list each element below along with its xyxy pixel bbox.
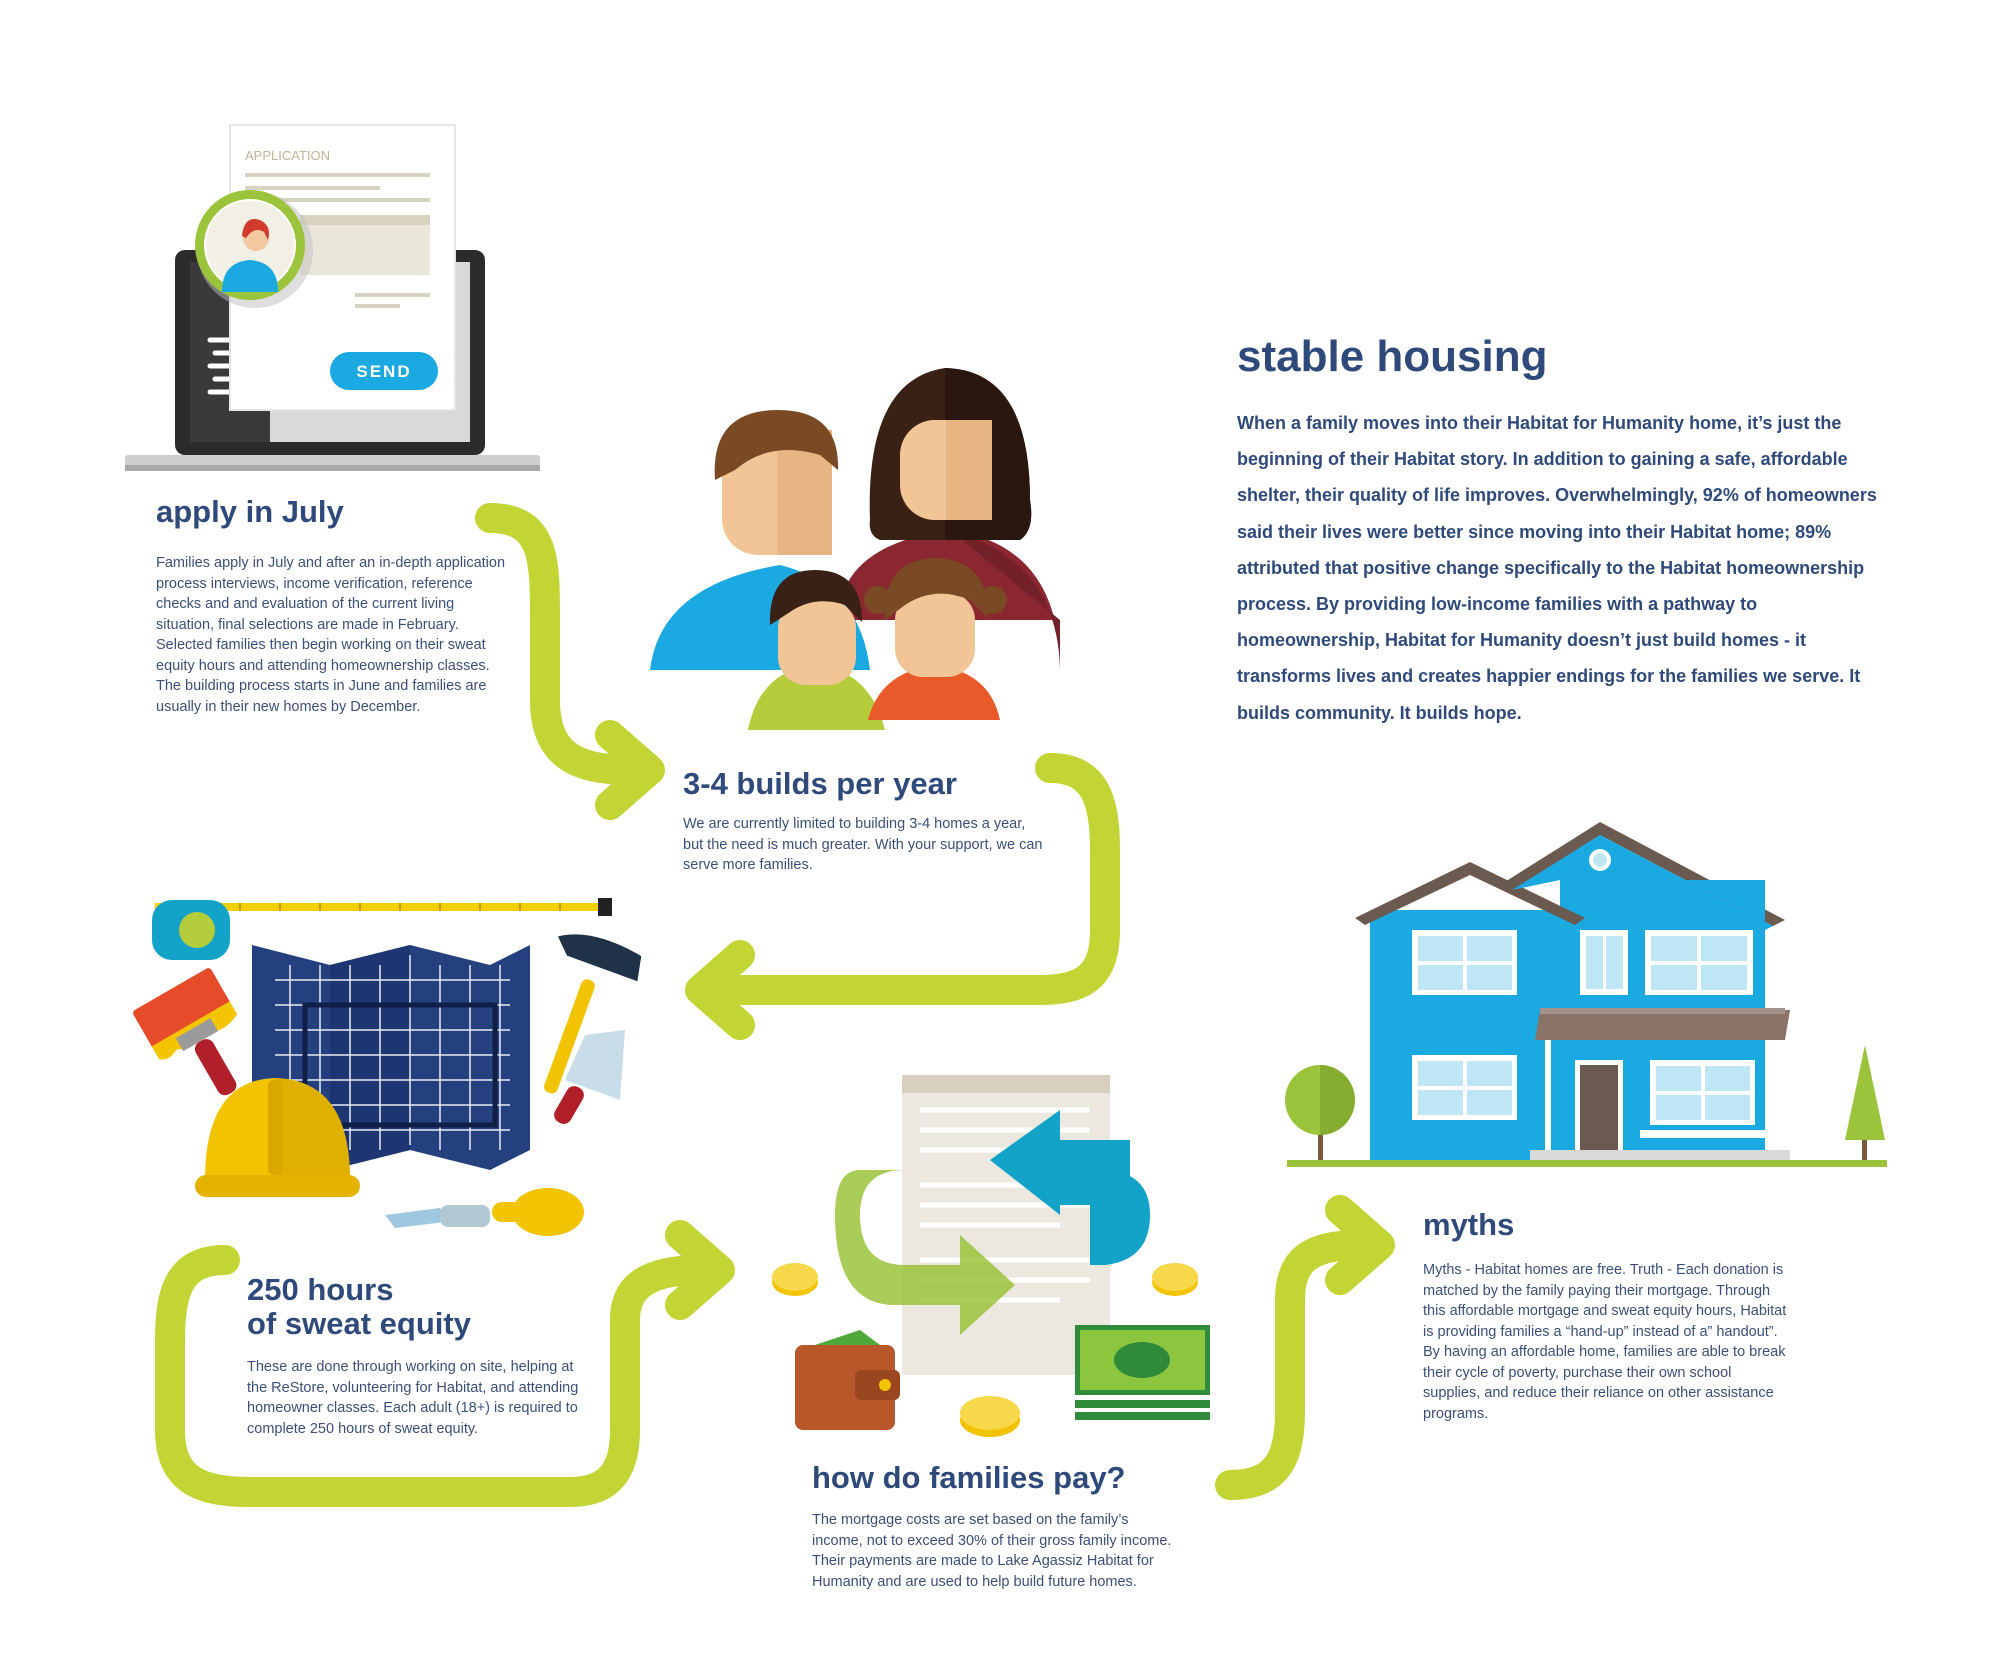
application-form-title: APPLICATION xyxy=(245,148,330,163)
pay-title: how do families pay? xyxy=(812,1460,1126,1495)
laptop-application-icon xyxy=(125,124,540,471)
sweat-equity-title-line2: of sweat equity xyxy=(247,1306,471,1342)
apply-title: apply in July xyxy=(156,494,344,529)
sweat-equity-title-line1: 250 hours xyxy=(247,1272,394,1307)
myths-description: Myths - Habitat homes are free. Truth - … xyxy=(1423,1262,1787,1422)
stable-housing-description: When a family moves into their Habitat f… xyxy=(1237,413,1877,723)
stable-housing-title: stable housing xyxy=(1237,332,1548,381)
payment-cycle-icon xyxy=(772,1075,1210,1437)
sweat-equity-title: 250 hours of sweat equity xyxy=(247,1272,471,1342)
arrow-sweat-to-pay xyxy=(155,1245,715,1507)
house-icon xyxy=(1285,822,1887,1167)
myths-title: myths xyxy=(1423,1207,1515,1242)
family-icon xyxy=(650,368,1060,730)
arrow-apply-to-builds xyxy=(475,503,645,785)
flow-arrows xyxy=(155,503,1395,1507)
builds-title: 3-4 builds per year xyxy=(683,766,957,801)
arrow-pay-to-myths xyxy=(1215,1230,1375,1500)
builds-description: We are currently limited to building 3-4… xyxy=(683,816,1043,873)
construction-tools-icon xyxy=(133,898,642,1236)
pay-description: The mortgage costs are set based on the … xyxy=(812,1512,1172,1590)
apply-description: Families apply in July and after an in-d… xyxy=(156,555,506,715)
sweat-equity-description: These are done through working on site, … xyxy=(247,1359,579,1437)
arrow-builds-to-sweat xyxy=(695,753,1120,1005)
send-button-label: SEND xyxy=(356,362,411,381)
